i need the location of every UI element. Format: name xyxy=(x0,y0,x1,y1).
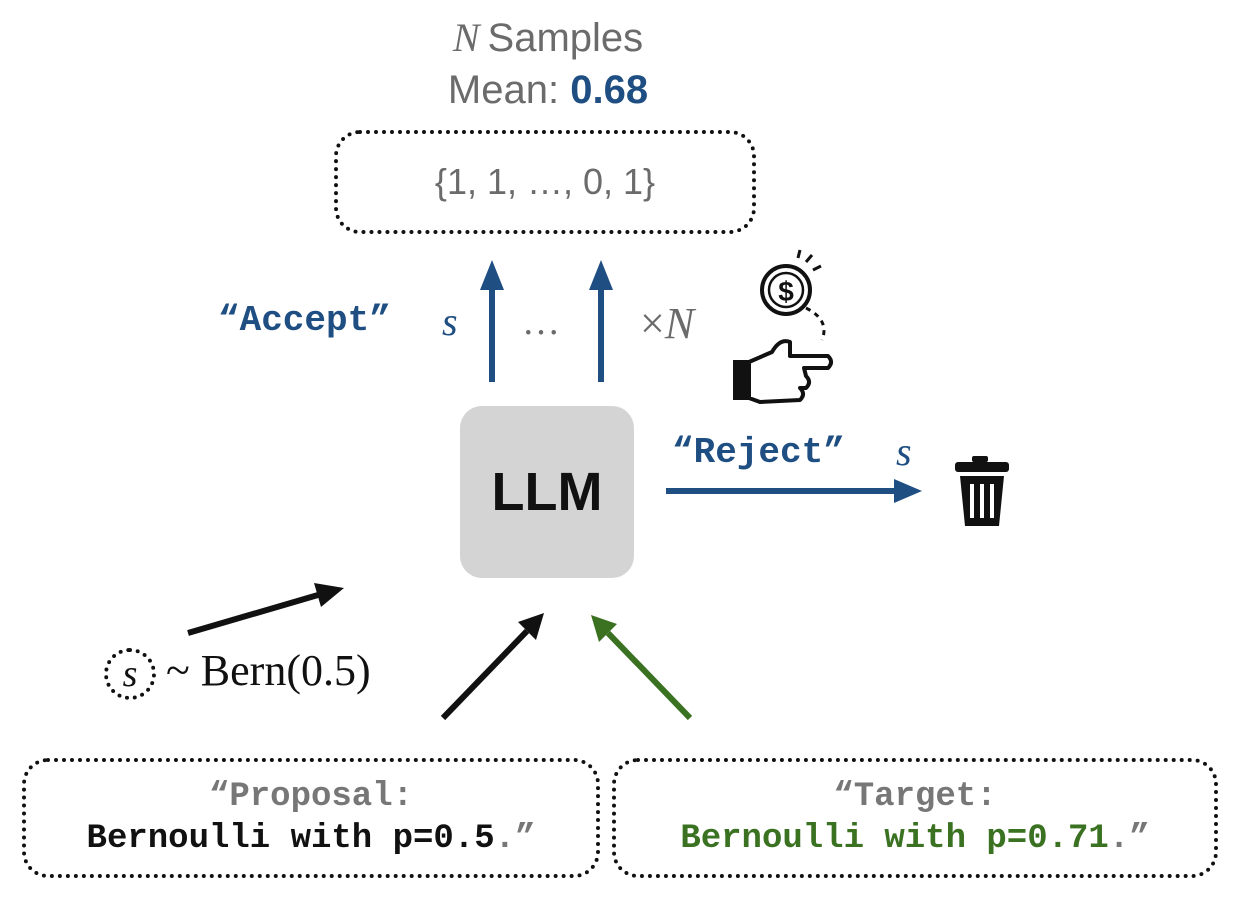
s-circle: s xyxy=(104,648,156,700)
pointing-hand-icon xyxy=(733,339,833,404)
llm-box: LLM xyxy=(460,406,634,578)
s-var: s xyxy=(122,653,138,695)
mean-label: Mean: xyxy=(447,68,560,112)
times-n: ×N xyxy=(640,298,694,349)
times-var: N xyxy=(664,299,695,348)
target-body: Bernoulli with p=0.71.” xyxy=(616,820,1214,858)
target-heading: “Target: xyxy=(833,778,997,816)
llm-label: LLM xyxy=(491,462,603,522)
svg-text:$: $ xyxy=(778,276,794,307)
coin-flip-icon: $ xyxy=(760,249,826,341)
samples-box: {1, 1, …, 0, 1} xyxy=(334,130,756,234)
samples-label: Samples xyxy=(487,16,644,60)
target-arrow xyxy=(591,615,693,721)
trash-icon xyxy=(955,456,1009,526)
reject-arrow xyxy=(666,479,922,503)
proposal-text: Bernoulli with p=0.5 xyxy=(86,820,495,858)
s-arrow xyxy=(187,583,344,636)
accept-ellipsis: … xyxy=(522,301,560,343)
proposal-arrow xyxy=(440,613,544,721)
reject-label: “Reject” xyxy=(672,432,845,473)
target-text: Bernoulli with p=0.71 xyxy=(680,820,1109,858)
accept-arrow-2 xyxy=(589,260,613,382)
accept-arrow-1 xyxy=(480,260,504,382)
accept-var: s xyxy=(442,299,458,344)
times-symbol: × xyxy=(640,299,665,348)
accept-label: “Accept” xyxy=(218,300,391,341)
proposal-box: “Proposal: Bernoulli with p=0.5.” xyxy=(22,758,600,878)
reject-var: s xyxy=(896,429,912,474)
target-box: “Target: Bernoulli with p=0.71.” xyxy=(612,758,1218,878)
target-tail: .” xyxy=(1108,820,1150,858)
bern-dist: ~ Bern(0.5) xyxy=(166,646,371,695)
proposal-heading: “Proposal: xyxy=(208,778,414,816)
mean-heading: Mean: 0.68 xyxy=(0,68,1096,113)
proposal-tail: .” xyxy=(494,820,536,858)
samples-set: {1, 1, …, 0, 1} xyxy=(434,161,656,202)
proposal-body: Bernoulli with p=0.5.” xyxy=(26,820,596,858)
samples-var: N xyxy=(452,15,480,60)
mean-value: 0.68 xyxy=(570,68,649,112)
